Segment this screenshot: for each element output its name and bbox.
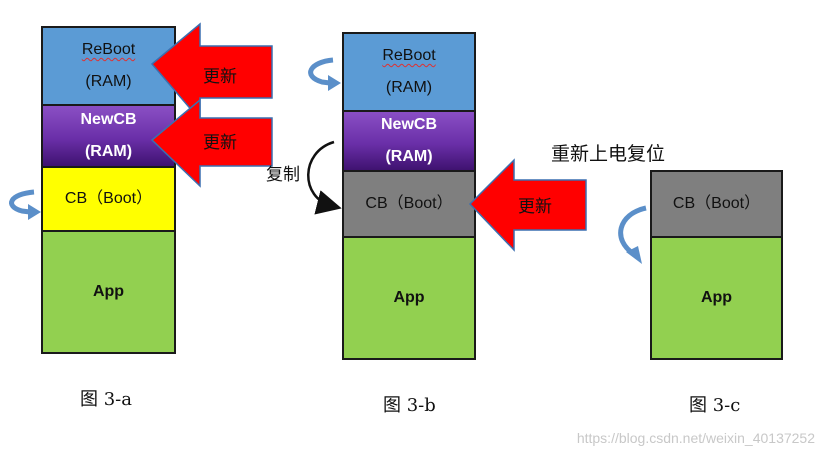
a-reboot-ram: (RAM): [85, 73, 132, 90]
b-reboot-block: ReBoot (RAM): [342, 32, 476, 112]
a-arrow1-label: 更新: [203, 67, 237, 87]
a-reboot-name: ReBoot: [81, 41, 136, 58]
b-loop-arrow-icon: [308, 57, 341, 91]
b-reboot-name: ReBoot: [382, 47, 436, 64]
a-arrow2-label: 更新: [203, 133, 237, 153]
b-update-arrow: [468, 158, 587, 252]
a-newcb-ram: (RAM): [84, 143, 133, 160]
a-update-arrow-2: [150, 98, 273, 188]
c-loop-arrow-icon: [618, 205, 647, 264]
b-cb-block: CB（Boot）: [342, 170, 476, 238]
c-title: 重新上电复位: [551, 143, 666, 165]
a-cb-label: CB（Boot）: [64, 190, 153, 207]
c-cb-label: CB（Boot）: [672, 195, 761, 212]
a-app-block: App: [41, 230, 176, 354]
b-reboot-ram: (RAM): [385, 79, 433, 96]
a-cb-block: CB（Boot）: [41, 166, 176, 232]
b-copy-arrow: [307, 140, 342, 215]
watermark: https://blog.csdn.net/weixin_40137252: [576, 430, 815, 446]
b-copy-label: 复制: [266, 165, 300, 185]
c-app-block: App: [650, 236, 783, 360]
b-cb-label: CB（Boot）: [365, 195, 453, 212]
c-cb-block: CB（Boot）: [650, 170, 783, 238]
b-app-label: App: [393, 289, 425, 306]
b-app-block: App: [342, 236, 476, 360]
a-newcb-name: NewCB: [80, 111, 137, 128]
a-app-label: App: [92, 283, 125, 300]
b-newcb-name: NewCB: [380, 116, 437, 133]
b-newcb-ram: (RAM): [385, 148, 433, 165]
c-app-label: App: [700, 289, 733, 306]
a-caption: 图 3-a: [80, 389, 132, 410]
b-caption: 图 3-b: [383, 395, 436, 416]
c-caption: 图 3-c: [689, 395, 741, 416]
b-arrow-label: 更新: [518, 197, 552, 217]
a-loop-arrow-icon: [9, 189, 41, 220]
